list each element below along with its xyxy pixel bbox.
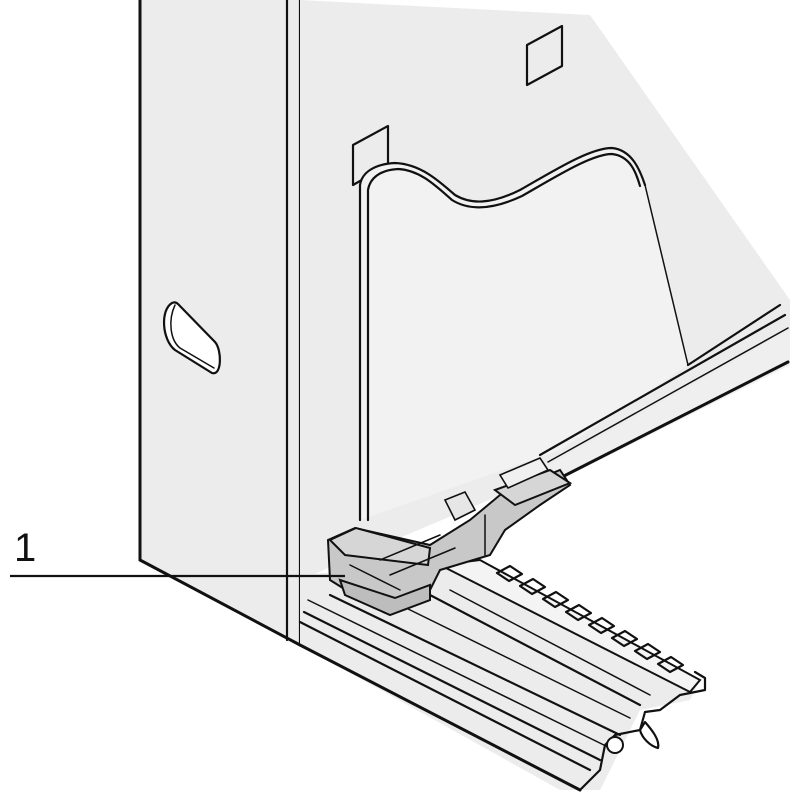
rail-slot xyxy=(518,577,547,596)
rail-slot xyxy=(495,564,524,583)
square-hole-upper xyxy=(525,24,564,87)
rear-rail xyxy=(538,303,790,480)
partition-plate xyxy=(358,146,689,522)
rail-slot xyxy=(564,603,593,622)
callout-label-1: 1 xyxy=(14,526,37,570)
rail-slots xyxy=(495,564,685,674)
mounting-clip xyxy=(326,457,573,617)
rail-slot xyxy=(610,629,639,648)
rail-slot xyxy=(656,655,685,674)
rail-slot xyxy=(633,642,662,661)
oval-slot-icon xyxy=(163,301,221,375)
slotted-rail xyxy=(298,558,707,792)
rail-slot xyxy=(587,616,616,635)
rail-slot xyxy=(541,590,570,609)
